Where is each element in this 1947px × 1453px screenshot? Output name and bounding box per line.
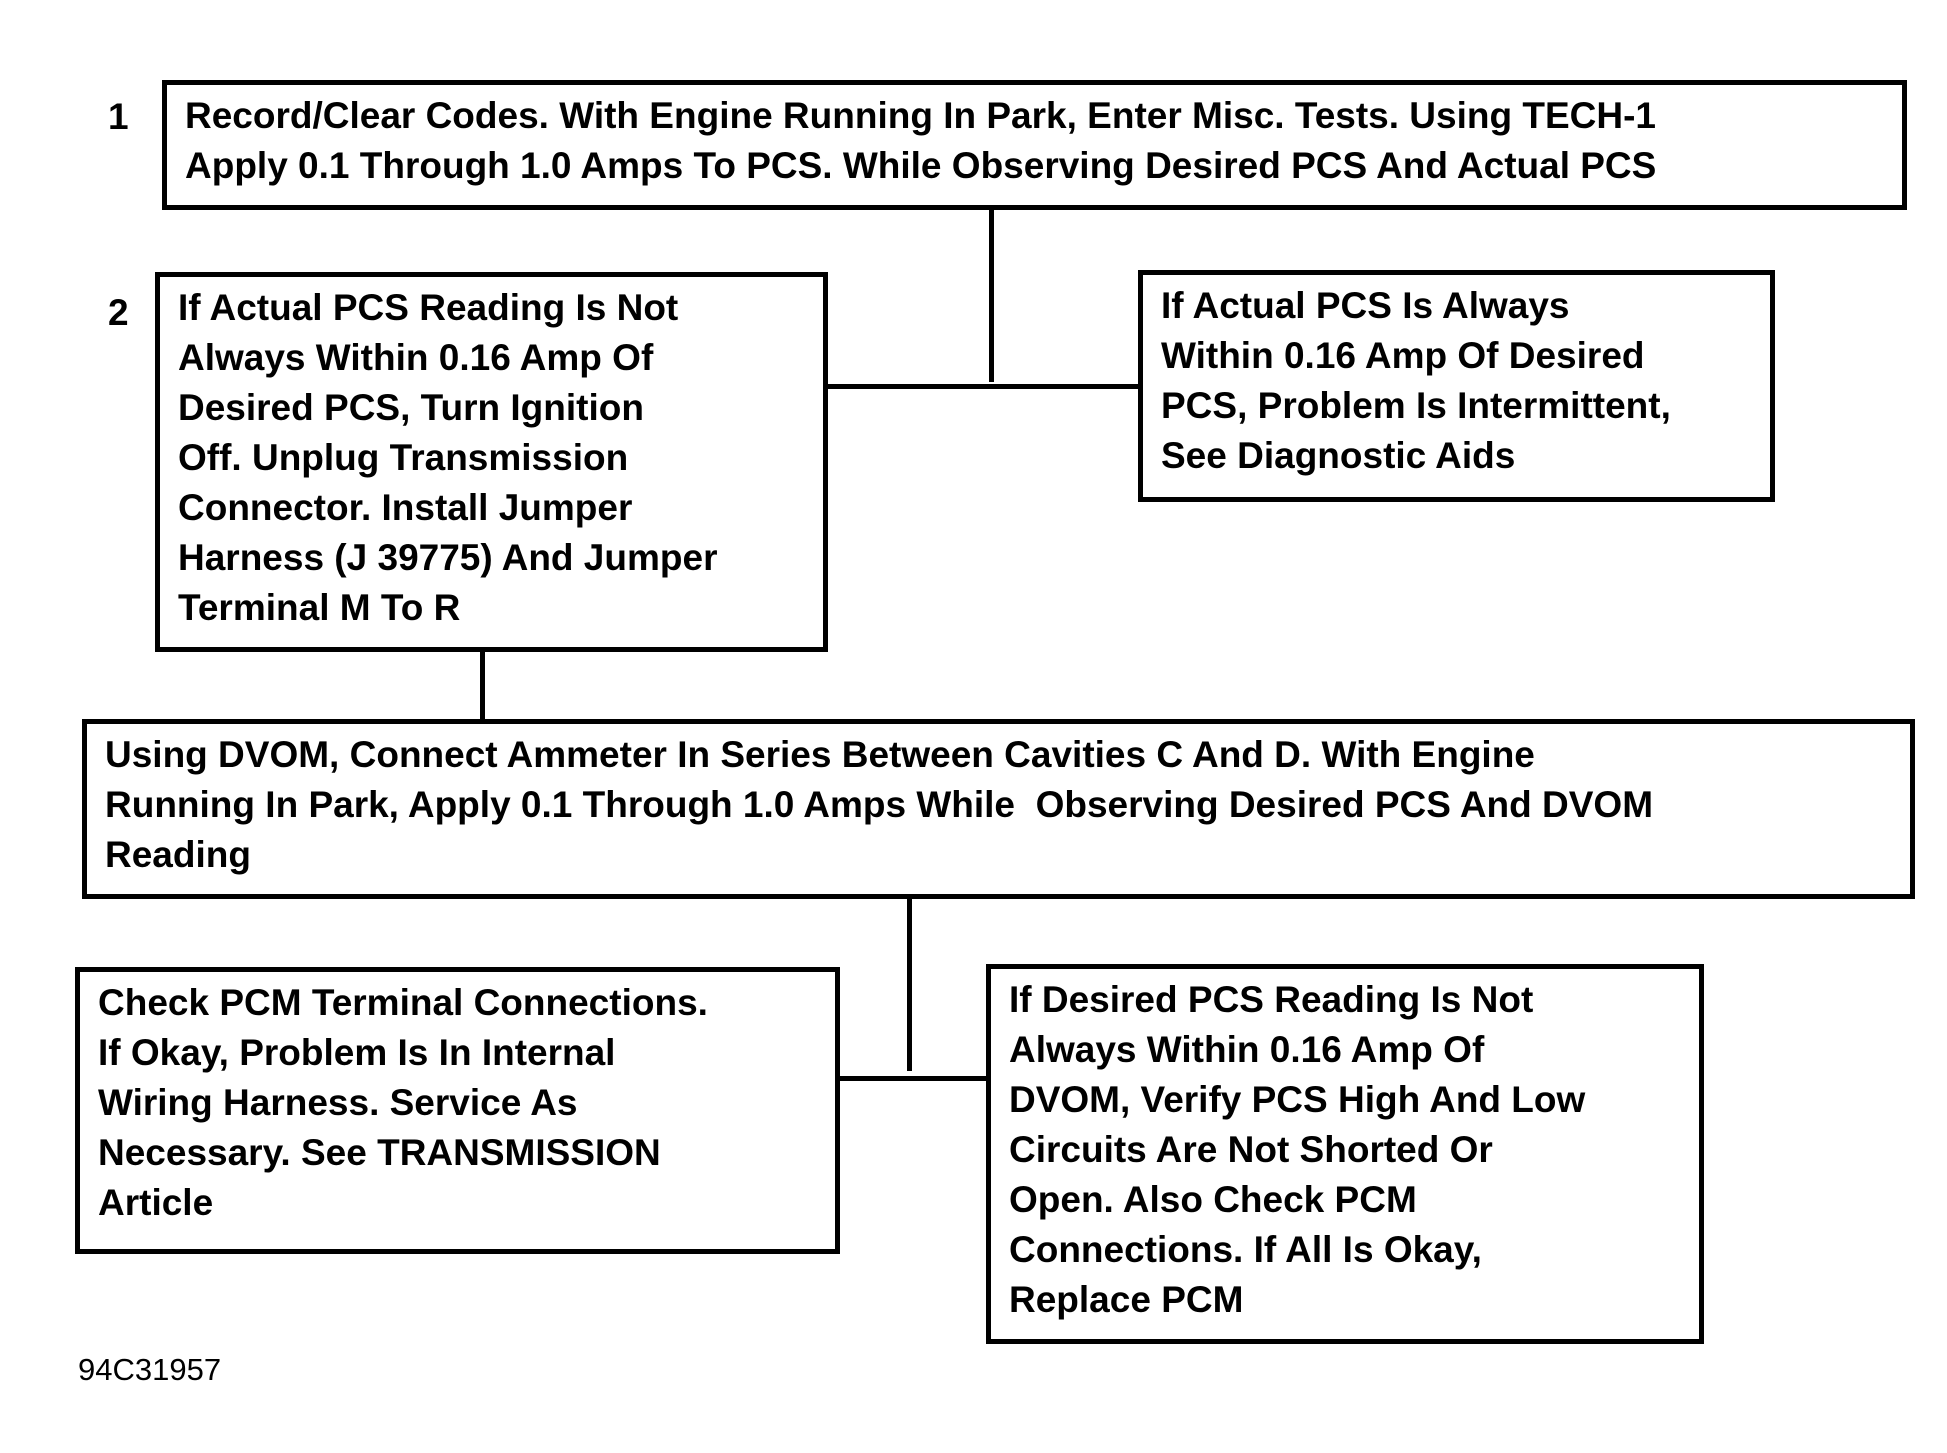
connector-bottom-horizontal [838, 1076, 990, 1081]
step2-within-line: PCS, Problem Is Intermittent, [1161, 385, 1671, 426]
desired-not-within-line: Connections. If All Is Okay, [1009, 1229, 1482, 1270]
connector-step2-to-dvom [480, 652, 485, 724]
connector-dvom-down [907, 896, 912, 1071]
desired-not-within-line: If Desired PCS Reading Is Not [1009, 979, 1534, 1020]
step2-not-within-line: Connector. Install Jumper [178, 487, 633, 528]
step2-not-within-line: Off. Unplug Transmission [178, 437, 629, 478]
step2-within-line: See Diagnostic Aids [1161, 435, 1516, 476]
check-pcm-terminals-line: Check PCM Terminal Connections. [98, 982, 708, 1023]
desired-not-within-line: Circuits Are Not Shorted Or [1009, 1129, 1493, 1170]
check-pcm-terminals-line: Article [98, 1182, 214, 1223]
step2-not-within-line: Harness (J 39775) And Jumper [178, 537, 718, 578]
desired-not-within-line: Replace PCM [1009, 1279, 1244, 1320]
check-pcm-terminals-line: Wiring Harness. Service As [98, 1082, 578, 1123]
step-2-number: 2 [108, 292, 129, 333]
connector-step1-down [989, 207, 994, 382]
dvom-test-box: Using DVOM, Connect Ammeter In Series Be… [82, 719, 1915, 899]
step2-not-within-line: Always Within 0.16 Amp Of [178, 337, 654, 378]
desired-not-within-line: Always Within 0.16 Amp Of [1009, 1029, 1485, 1070]
connector-step2-horizontal [826, 384, 1142, 389]
step2-within-line: Within 0.16 Amp Of Desired [1161, 335, 1645, 376]
check-pcm-terminals-line: If Okay, Problem Is In Internal [98, 1032, 616, 1073]
step-1-number: 1 [108, 96, 129, 137]
desired-not-within-line: Open. Also Check PCM [1009, 1179, 1417, 1220]
step2-not-within-line: Terminal M To R [178, 587, 461, 628]
step1-instruction-box: Record/Clear Codes. With Engine Running … [162, 80, 1907, 210]
step2-not-within-line: If Actual PCS Reading Is Not [178, 287, 679, 328]
step2-within-box: If Actual PCS Is Always Within 0.16 Amp … [1138, 270, 1775, 502]
dvom-test-line: Using DVOM, Connect Ammeter In Series Be… [105, 734, 1535, 775]
step1-line: Record/Clear Codes. With Engine Running … [185, 95, 1656, 136]
step2-not-within-line: Desired PCS, Turn Ignition [178, 387, 644, 428]
dvom-test-line: Reading [105, 834, 251, 875]
step2-within-line: If Actual PCS Is Always [1161, 285, 1570, 326]
check-pcm-terminals-box: Check PCM Terminal Connections. If Okay,… [75, 967, 840, 1254]
dvom-test-line: Running In Park, Apply 0.1 Through 1.0 A… [105, 784, 1654, 825]
figure-id: 94C31957 [78, 1352, 222, 1387]
desired-not-within-line: DVOM, Verify PCS High And Low [1009, 1079, 1586, 1120]
check-pcm-terminals-line: Necessary. See TRANSMISSION [98, 1132, 661, 1173]
desired-not-within-box: If Desired PCS Reading Is Not Always Wit… [986, 964, 1704, 1344]
step2-not-within-box: If Actual PCS Reading Is Not Always With… [155, 272, 828, 652]
step1-line: Apply 0.1 Through 1.0 Amps To PCS. While… [185, 145, 1657, 186]
